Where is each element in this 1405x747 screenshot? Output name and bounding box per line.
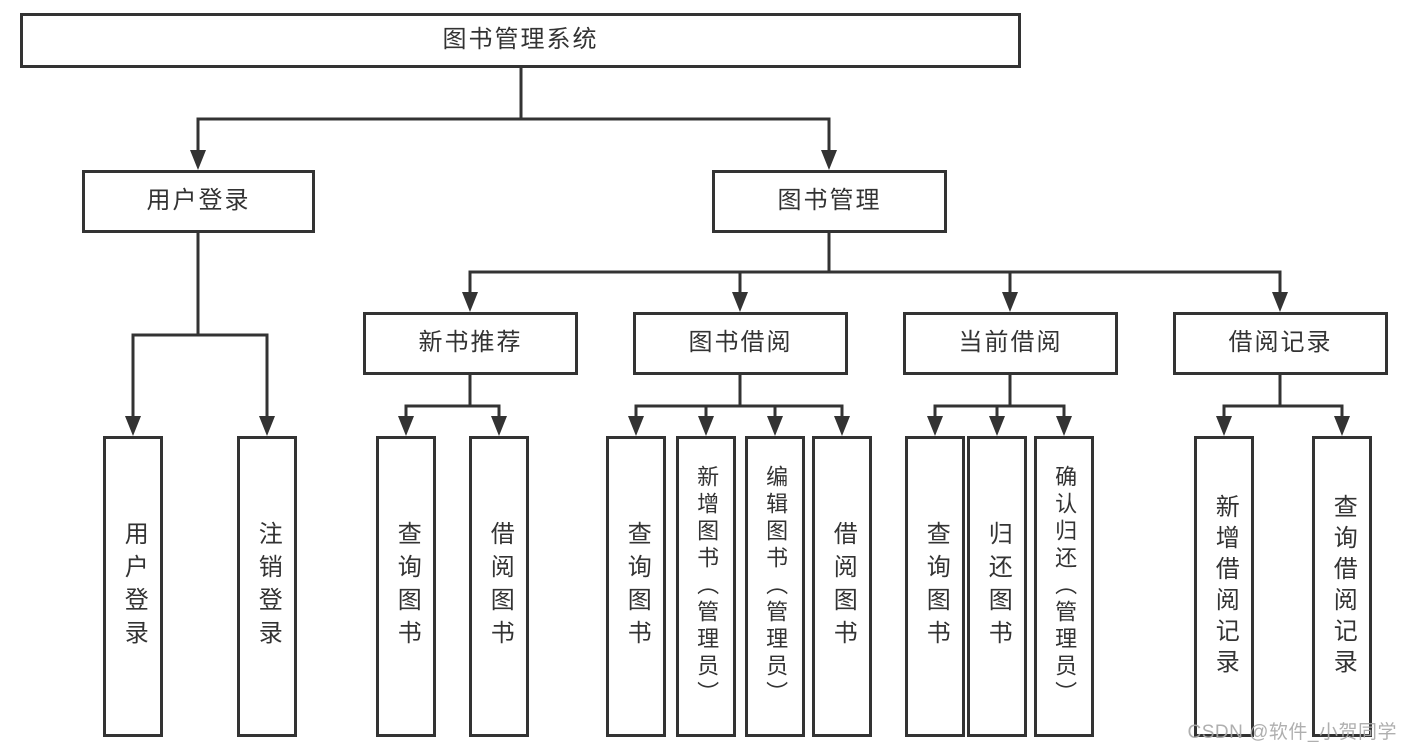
csdn-watermark: CSDN @软件_小贺同学 [1187, 722, 1397, 743]
node-book-management: 图书管理 [712, 170, 947, 233]
node-root: 图书管理系统 [20, 13, 1021, 68]
leaf-query-book-current: 查询图书 [905, 436, 965, 737]
leaf-user-login: 用户登录 [103, 436, 163, 737]
leaf-query-book-borrow: 查询图书 [606, 436, 666, 737]
leaf-borrow-book: 借阅图书 [812, 436, 872, 737]
leaf-borrow-book-recommend: 借阅图书 [469, 436, 529, 737]
leaf-confirm-return-admin: 确认归还（管理员） [1034, 436, 1094, 737]
node-book-borrow: 图书借阅 [633, 312, 848, 375]
arrowheads [125, 150, 1350, 436]
leaf-query-book-recommend: 查询图书 [376, 436, 436, 737]
leaf-add-borrow-record: 新增借阅记录 [1194, 436, 1254, 737]
leaf-logout: 注销登录 [237, 436, 297, 737]
node-borrow-records: 借阅记录 [1173, 312, 1388, 375]
node-user-login: 用户登录 [82, 170, 315, 233]
leaf-query-borrow-record: 查询借阅记录 [1312, 436, 1372, 737]
node-new-book-recommend: 新书推荐 [363, 312, 578, 375]
leaf-edit-book-admin: 编辑图书（管理员） [745, 436, 805, 737]
leaf-add-book-admin: 新增图书（管理员） [676, 436, 736, 737]
leaf-return-book: 归还图书 [967, 436, 1027, 737]
node-current-borrow: 当前借阅 [903, 312, 1118, 375]
